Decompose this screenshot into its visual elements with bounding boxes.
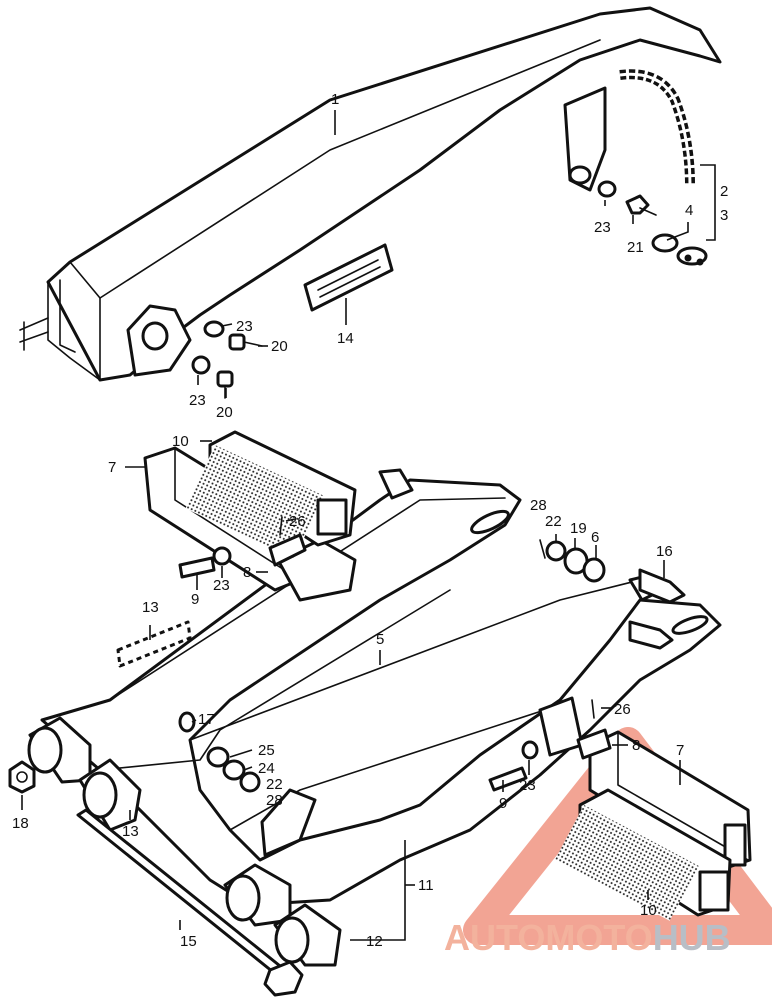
footpeg-plate-left xyxy=(268,533,307,567)
callout-23-right: 23 xyxy=(519,777,536,794)
callout-17: 17 xyxy=(198,711,215,728)
rubber-strip-13 xyxy=(116,620,192,668)
bolt-20-a xyxy=(228,333,263,351)
watermark-logo: AUTOMOTOHUB xyxy=(444,917,731,958)
nut-18 xyxy=(8,760,36,794)
watermark-hub: HUB xyxy=(653,917,731,958)
master-link xyxy=(651,233,708,266)
footpeg-rubber-left xyxy=(185,430,357,560)
footpeg-bar-right xyxy=(538,696,752,872)
pivot-bolt-15 xyxy=(76,808,304,997)
callout-23-low: 23 xyxy=(189,392,206,409)
right-hardware xyxy=(539,539,606,583)
callout-23-left: 23 xyxy=(213,577,230,594)
washer-23-a xyxy=(203,320,225,338)
callout-23-mid: 23 xyxy=(236,318,253,335)
bolt-21 xyxy=(625,194,657,216)
callout-24: 24 xyxy=(258,760,275,777)
cotter-pin-right xyxy=(591,699,595,719)
callout-21: 21 xyxy=(627,239,644,256)
callout-23-top: 23 xyxy=(594,219,611,236)
bolt-20-b xyxy=(216,370,234,399)
caution-label xyxy=(303,243,394,312)
grease-fitting-17 xyxy=(178,711,196,733)
leader-lines xyxy=(21,110,716,941)
chain-case xyxy=(19,6,722,382)
swing-arm xyxy=(40,468,722,907)
callout-18: 18 xyxy=(12,815,29,832)
svg-text:AUTOMOTOHUB: AUTOMOTOHUB xyxy=(444,917,731,958)
callout-1: 1 xyxy=(331,91,339,108)
callout-9-top: 9 xyxy=(191,591,199,608)
callout-20-a: 20 xyxy=(271,338,288,355)
callout-28-a: 28 xyxy=(530,497,547,514)
callout-9-bot: 9 xyxy=(499,795,507,812)
callout-20-b: 20 xyxy=(216,404,233,421)
callout-5: 5 xyxy=(376,631,384,648)
cotter-pin-left xyxy=(279,516,283,536)
callout-26-b: 26 xyxy=(614,701,631,718)
nut-22-left xyxy=(239,771,261,793)
callout-26-a: 26 xyxy=(289,513,306,530)
callout-15: 15 xyxy=(180,933,197,950)
callout-13-bot: 13 xyxy=(122,823,139,840)
callout-13-top: 13 xyxy=(142,599,159,616)
callout-10-top: 10 xyxy=(172,433,189,450)
callout-3: 3 xyxy=(720,207,728,224)
callout-4: 4 xyxy=(685,202,693,219)
bolt-16 xyxy=(628,568,686,650)
watermark-moto: MOTO xyxy=(545,917,652,958)
callout-22-b: 22 xyxy=(266,776,283,793)
footpeg-bolt-left xyxy=(178,546,232,579)
callout-7-top: 7 xyxy=(108,459,116,476)
callout-16: 16 xyxy=(656,543,673,560)
callout-2: 2 xyxy=(720,183,728,200)
watermark-auto: AUTO xyxy=(444,917,545,958)
footpeg-plate-right xyxy=(576,728,612,760)
callout-8-top: 8 xyxy=(243,564,251,581)
callout-25: 25 xyxy=(258,742,275,759)
washers-25-24 xyxy=(206,746,246,781)
footpeg-rubber-right xyxy=(554,788,732,921)
washer-23-top xyxy=(597,180,617,198)
pivot-bushing-left xyxy=(27,716,142,832)
callout-28-b: 28 xyxy=(266,792,283,809)
drive-chain xyxy=(619,69,695,186)
pivot-bushing-right xyxy=(223,863,342,967)
callout-11: 11 xyxy=(418,877,434,894)
callout-7-bot: 7 xyxy=(676,742,684,759)
callout-14: 14 xyxy=(337,330,354,347)
callout-19: 19 xyxy=(570,520,587,537)
callout-8-bot: 8 xyxy=(632,737,640,754)
washer-23-b xyxy=(191,355,211,375)
callout-12: 12 xyxy=(366,933,383,950)
callout-10-bot: 10 xyxy=(640,902,657,919)
callout-22-a: 22 xyxy=(545,513,562,530)
callouts: 1 2 3 4 23 21 23 20 14 23 20 10 7 28 22 … xyxy=(12,91,728,950)
footpeg-bolt-right xyxy=(488,740,539,792)
callout-6: 6 xyxy=(591,529,599,546)
